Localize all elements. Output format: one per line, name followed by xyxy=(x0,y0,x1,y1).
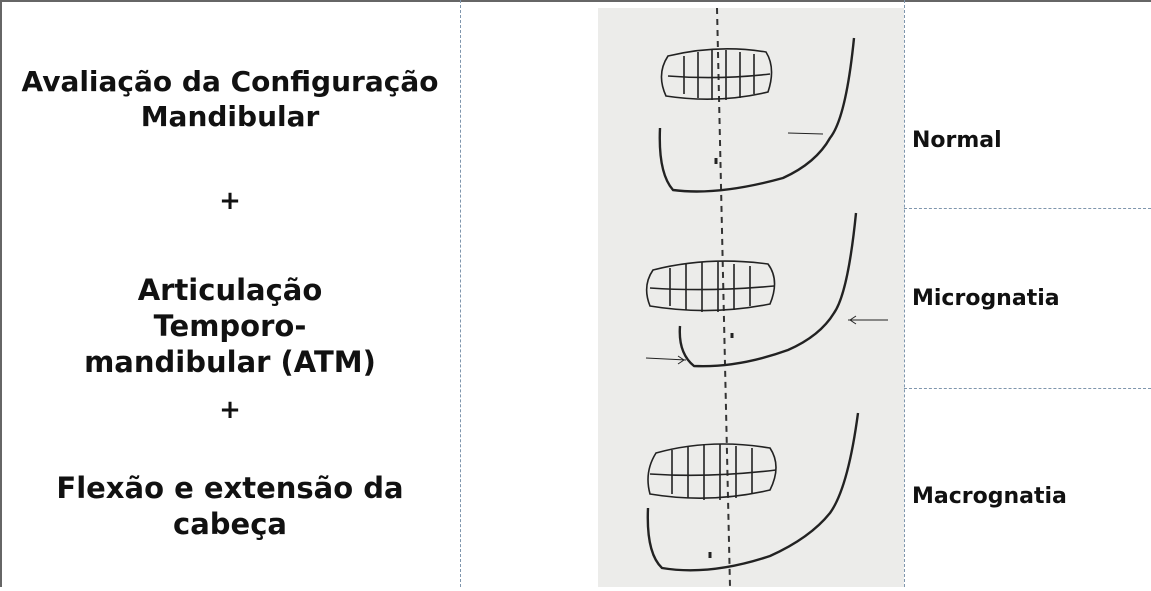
row-divider-1 xyxy=(904,208,1151,209)
jaw-drawings xyxy=(598,8,904,587)
micrognatia-jaw-drawing xyxy=(646,213,888,366)
evaluation-title: Avaliação da Configuração Mandibular xyxy=(0,64,460,134)
macrognatia-jaw-drawing xyxy=(648,413,858,570)
normal-jaw-drawing xyxy=(660,38,854,192)
label-normal: Normal xyxy=(912,128,1002,153)
jaw-illustration xyxy=(598,8,904,587)
plus-sign-2: + xyxy=(0,392,460,428)
column-divider-left xyxy=(460,0,461,587)
label-macrognatia: Macrognatia xyxy=(912,484,1067,509)
reference-line xyxy=(717,8,730,587)
row-divider-2 xyxy=(904,388,1151,389)
plus-sign-1: + xyxy=(0,183,460,219)
label-micrognatia: Micrognatia xyxy=(912,286,1060,311)
atm-label: Articulação Temporo-mandibular (ATM) xyxy=(0,272,460,380)
head-flexion-label: Flexão e extensão da cabeça xyxy=(0,470,460,542)
column-divider-right xyxy=(904,0,905,587)
left-column: Avaliação da Configuração Mandibular + A… xyxy=(0,0,460,587)
